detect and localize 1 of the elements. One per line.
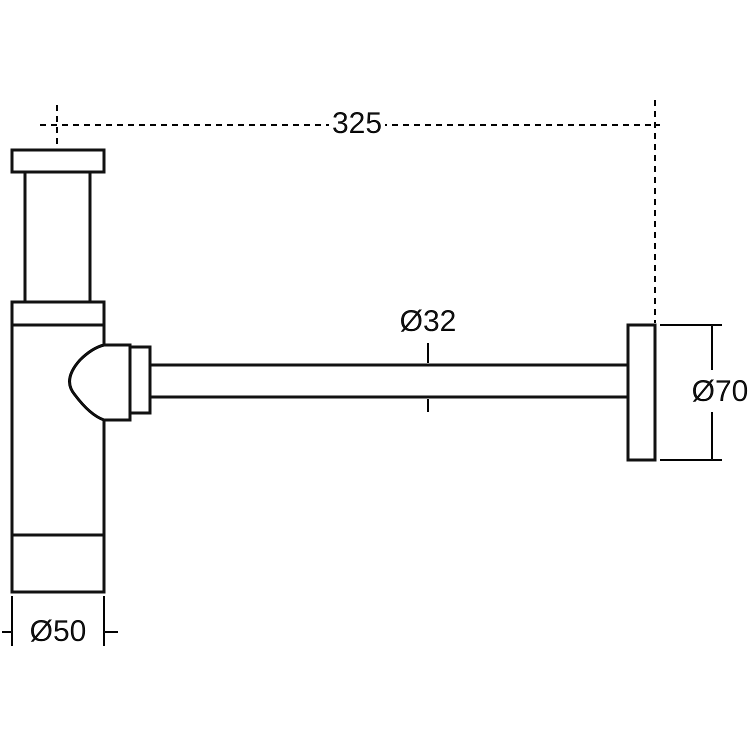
dimension-label: Ø70	[690, 376, 750, 408]
